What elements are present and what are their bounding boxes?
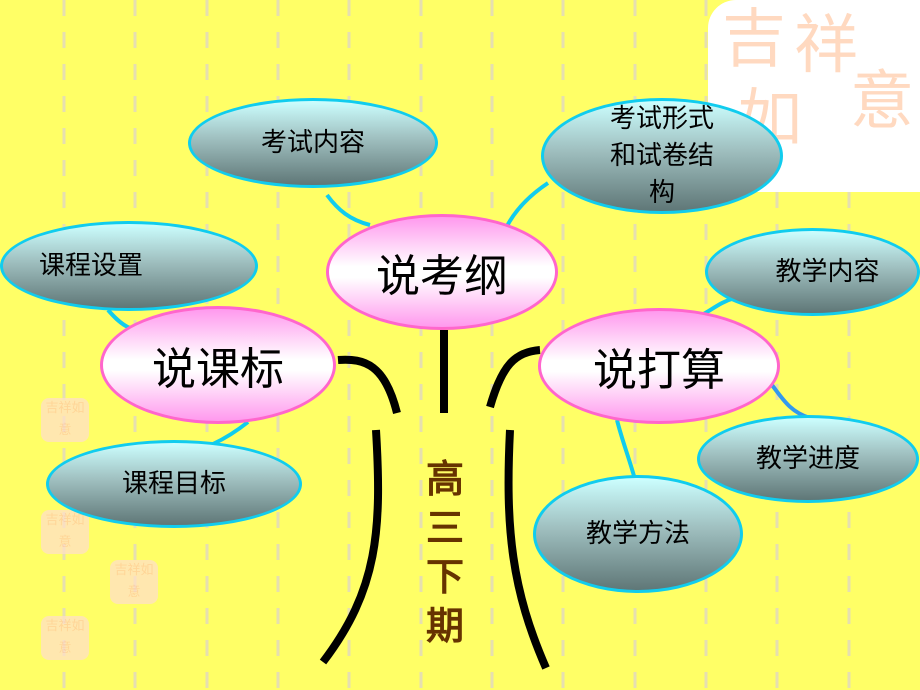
title-char: 三 xyxy=(425,506,464,550)
auspicious-stamp-small: 吉祥如意 xyxy=(41,398,89,442)
node-course-setting[interactable]: 课程设置 xyxy=(0,221,258,311)
stamp-char: 吉 xyxy=(114,563,128,578)
stamp-char: 祥 xyxy=(127,563,141,578)
title-char: 期 xyxy=(425,604,464,648)
node-label-line: 考试形式 xyxy=(609,103,714,134)
stamp-char: 吉 xyxy=(722,3,786,77)
node-teaching-progress[interactable]: 教学进度 xyxy=(697,415,919,503)
stamp-char: 意 xyxy=(58,535,72,550)
stamp-char: 祥 xyxy=(58,619,72,634)
stamp-char: 意 xyxy=(127,585,141,600)
node-teaching-content[interactable]: 教学内容 xyxy=(705,228,920,316)
node-label: 教学方法 xyxy=(585,519,690,549)
stamp-char: 吉 xyxy=(45,513,59,528)
node-label: 课程设置 xyxy=(39,251,144,281)
node-label: 考试形式 和试卷结 构 xyxy=(610,101,714,212)
stamp-char: 意 xyxy=(58,423,72,438)
center-title-senior-three-second-term: 高 三 下 期 xyxy=(421,455,469,651)
node-label: 课程目标 xyxy=(121,469,226,499)
stamp-char: 意 xyxy=(850,65,914,139)
node-course-goal[interactable]: 课程目标 xyxy=(46,440,302,528)
stamp-char: 祥 xyxy=(58,513,72,528)
node-label: 教学进度 xyxy=(755,444,860,474)
main-node-curriculum-standard[interactable]: 说课标 xyxy=(100,306,336,424)
main-node-exam-outline[interactable]: 说考纲 xyxy=(326,214,558,330)
auspicious-stamp-small: 吉祥如意 xyxy=(41,616,89,660)
title-char: 下 xyxy=(425,555,464,599)
node-label: 教学内容 xyxy=(775,257,880,287)
stamp-char: 祥 xyxy=(58,401,72,416)
node-teaching-method[interactable]: 教学方法 xyxy=(533,475,743,593)
stamp-char: 吉 xyxy=(45,619,59,634)
stamp-char: 如 xyxy=(71,401,85,416)
main-node-plan[interactable]: 说打算 xyxy=(538,308,780,424)
stamp-char: 如 xyxy=(71,619,85,634)
stamp-char: 吉 xyxy=(45,401,59,416)
auspicious-stamp-small: 吉祥如意 xyxy=(110,560,158,604)
node-label: 说考纲 xyxy=(376,251,508,302)
stamp-char: 如 xyxy=(71,513,85,528)
node-label-line: 构 xyxy=(648,177,675,208)
node-exam-format-structure[interactable]: 考试形式 和试卷结 构 xyxy=(541,98,783,214)
stamp-char: 意 xyxy=(58,641,72,656)
node-label-line: 和试卷结 xyxy=(609,140,714,171)
node-label: 考试内容 xyxy=(260,128,365,158)
node-exam-content[interactable]: 考试内容 xyxy=(188,98,438,188)
title-char: 高 xyxy=(425,457,464,501)
node-label: 说打算 xyxy=(593,345,725,396)
stamp-char: 如 xyxy=(140,563,154,578)
auspicious-stamp-small: 吉祥如意 xyxy=(41,510,89,554)
stamp-char: 祥 xyxy=(794,9,858,83)
node-label: 说课标 xyxy=(152,344,284,395)
